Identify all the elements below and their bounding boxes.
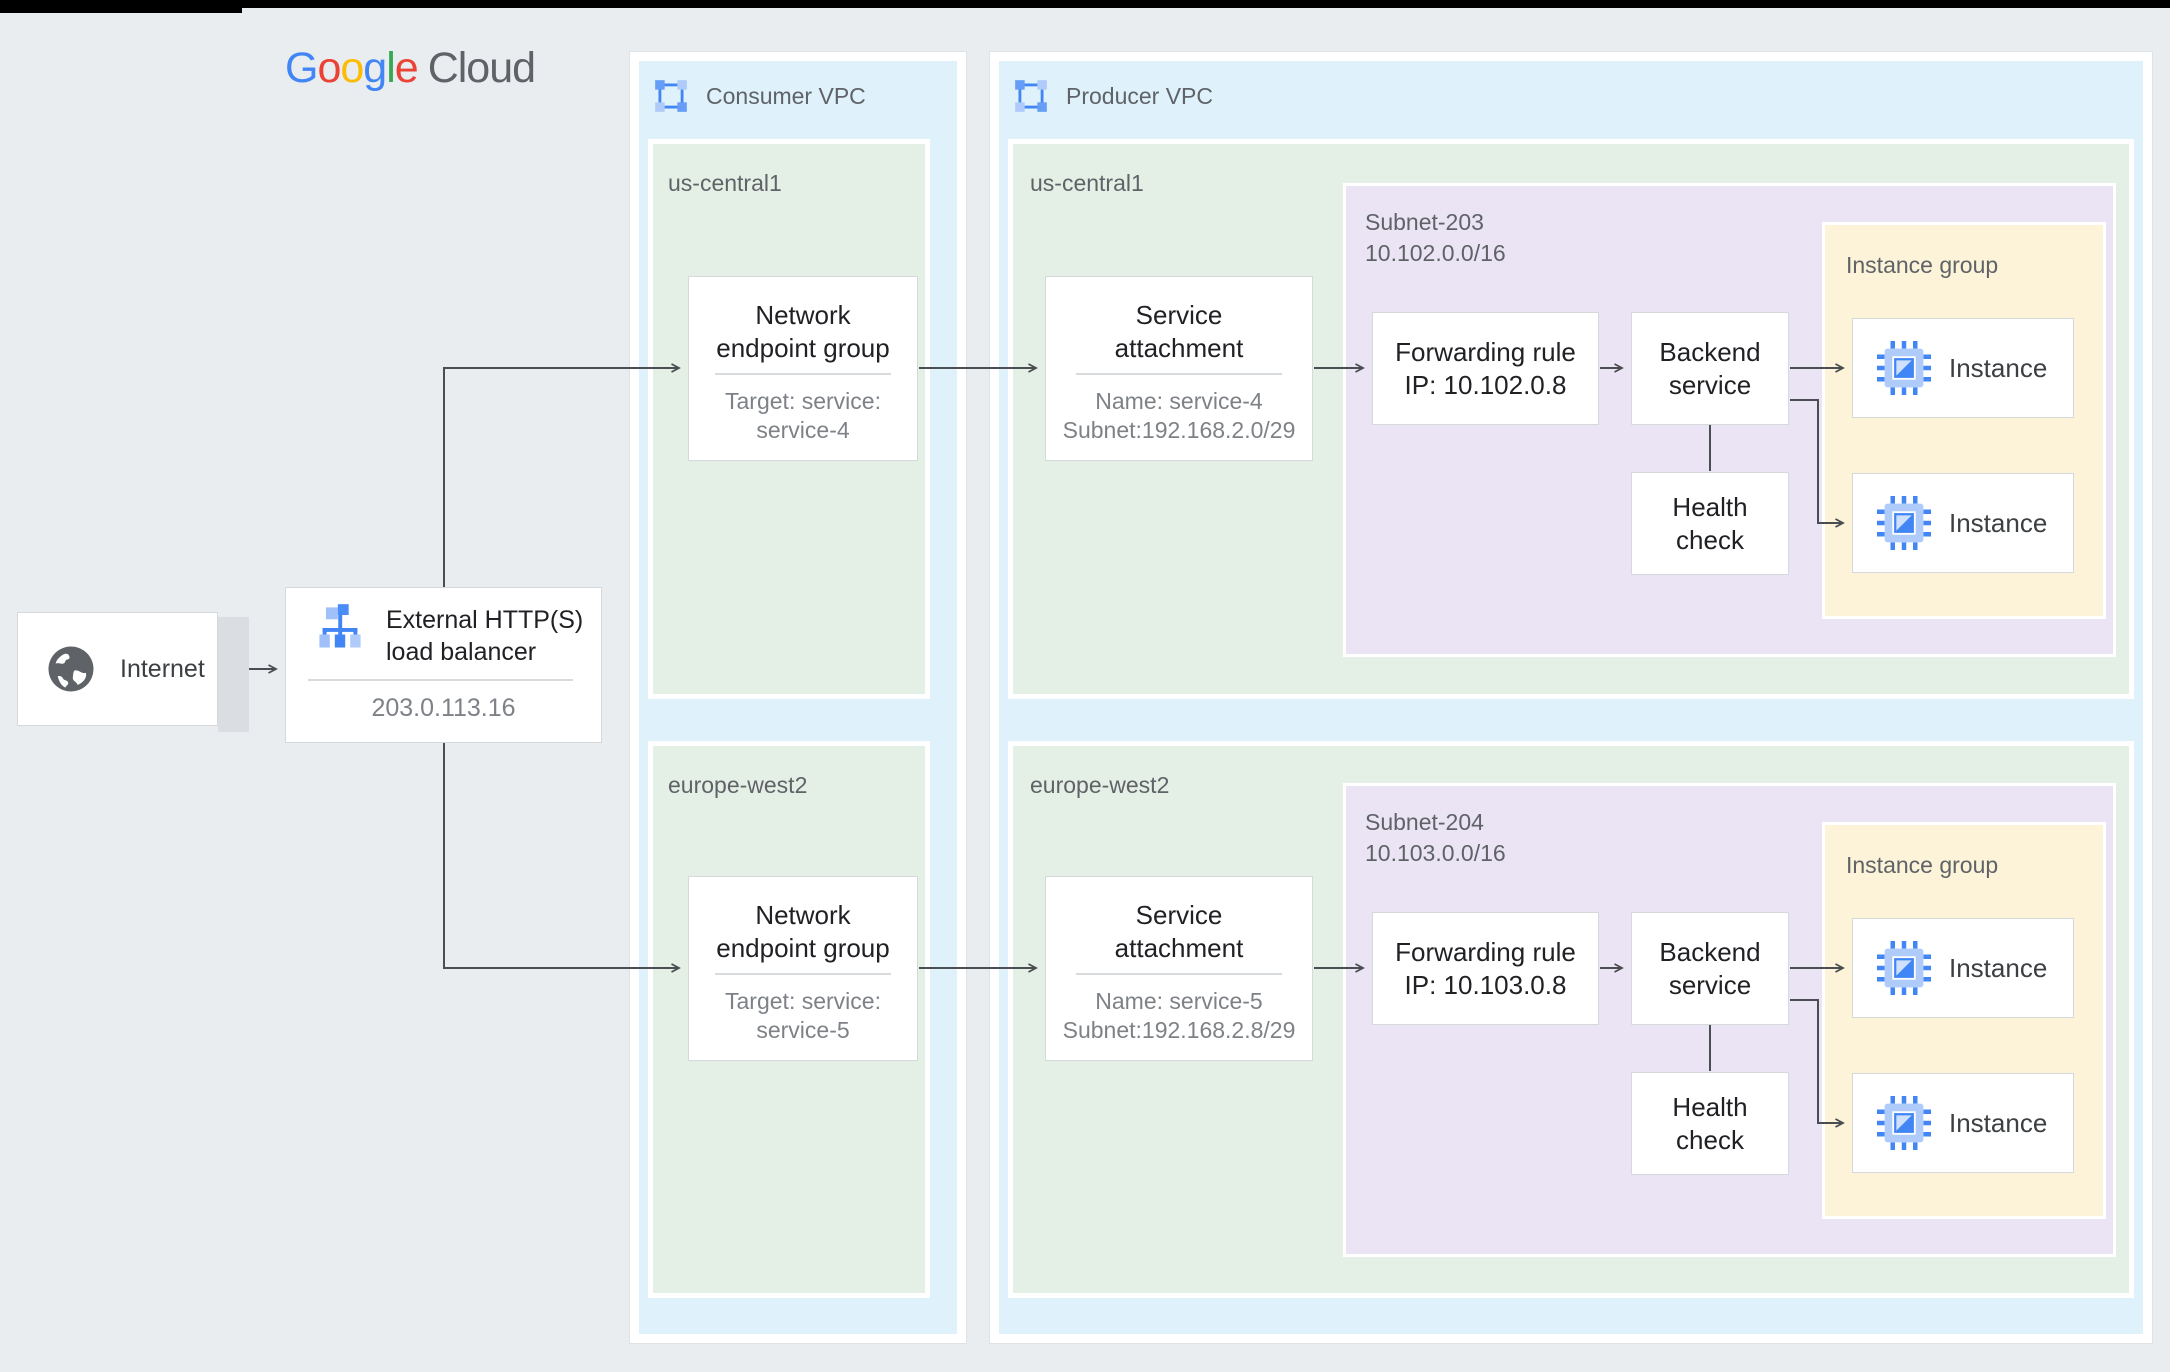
compute-instance-icon bbox=[1877, 1096, 1931, 1150]
service-attachment-title: Service bbox=[1135, 900, 1223, 930]
service-attachment-detail: Name: service-5 bbox=[1095, 988, 1263, 1014]
instance-group-label: Instance group bbox=[1846, 252, 1999, 278]
subnet-label: Subnet-203 10.102.0.0/16 bbox=[1365, 207, 1506, 269]
forwarding-rule-title: Forwarding rule bbox=[1395, 936, 1576, 967]
neg-detail: service-4 bbox=[756, 417, 850, 443]
health-check-title: check bbox=[1676, 524, 1744, 555]
region-label: europe-west2 bbox=[1030, 772, 1170, 798]
subnet-name: Subnet-203 bbox=[1365, 209, 1484, 235]
internet-box-shadow bbox=[218, 617, 249, 732]
health-check-title: Health bbox=[1672, 491, 1748, 522]
instance-label: Instance bbox=[1949, 1107, 2048, 1138]
logo-letter: l bbox=[386, 44, 396, 92]
instance-box-1a: Instance bbox=[1852, 318, 2074, 418]
vpc-network-icon bbox=[1015, 80, 1047, 112]
load-balancer-title: load balancer bbox=[386, 638, 537, 666]
load-balancer-title: External HTTP(S) bbox=[386, 606, 584, 634]
health-check-title: check bbox=[1676, 1124, 1744, 1155]
globe-icon bbox=[48, 646, 94, 692]
network-endpoint-group-box-1: Network endpoint group Target: service: … bbox=[688, 276, 918, 461]
external-load-balancer-box: External HTTP(S) load balancer 203.0.113… bbox=[285, 587, 602, 743]
service-attachment-title: Service bbox=[1135, 300, 1223, 330]
logo-letter: g bbox=[363, 44, 387, 92]
neg-detail: Target: service: bbox=[725, 988, 881, 1014]
region-label: us-central1 bbox=[668, 170, 782, 196]
forwarding-rule-title: Forwarding rule bbox=[1395, 336, 1576, 367]
logo-cloud-text: Cloud bbox=[427, 44, 536, 92]
network-endpoint-group-box-2: Network endpoint group Target: service: … bbox=[688, 876, 918, 1061]
health-check-box-1: Health check bbox=[1631, 472, 1789, 575]
forwarding-rule-ip: IP: 10.103.0.8 bbox=[1404, 969, 1567, 1000]
neg-detail: service-5 bbox=[756, 1017, 850, 1043]
load-balancer-icon bbox=[319, 604, 361, 648]
compute-instance-icon bbox=[1877, 341, 1931, 395]
divider bbox=[308, 679, 573, 681]
logo-letter: G bbox=[285, 44, 318, 92]
load-balancer-ip: 203.0.113.16 bbox=[371, 694, 516, 722]
service-attachment-title: attachment bbox=[1114, 933, 1244, 963]
forwarding-rule-ip: IP: 10.102.0.8 bbox=[1404, 369, 1567, 400]
divider bbox=[1076, 973, 1282, 975]
producer-vpc-header: Producer VPC bbox=[1012, 77, 1213, 115]
logo-letter: e bbox=[394, 44, 419, 92]
health-check-box-2: Health check bbox=[1631, 1072, 1789, 1175]
forwarding-rule-box-1: Forwarding rule IP: 10.102.0.8 bbox=[1372, 312, 1599, 425]
instance-label: Instance bbox=[1949, 352, 2048, 383]
neg-title: endpoint group bbox=[716, 333, 890, 363]
instance-box-1b: Instance bbox=[1852, 473, 2074, 573]
producer-vpc-label: Producer VPC bbox=[1066, 82, 1214, 109]
instance-box-2a: Instance bbox=[1852, 918, 2074, 1018]
subnet-cidr: 10.102.0.0/16 bbox=[1365, 240, 1506, 266]
health-check-title: Health bbox=[1672, 1091, 1748, 1122]
consumer-vpc-label: Consumer VPC bbox=[706, 82, 866, 109]
subnet-cidr: 10.103.0.0/16 bbox=[1365, 840, 1506, 866]
compute-instance-icon bbox=[1877, 941, 1931, 995]
subnet-name: Subnet-204 bbox=[1365, 809, 1484, 835]
top-left-black-bar bbox=[0, 0, 242, 13]
service-attachment-detail: Subnet:192.168.2.0/29 bbox=[1062, 417, 1296, 443]
compute-instance-icon bbox=[1877, 496, 1931, 550]
internet-label: Internet bbox=[120, 654, 205, 683]
backend-service-box-2: Backend service bbox=[1631, 912, 1789, 1025]
service-attachment-detail: Name: service-4 bbox=[1095, 388, 1263, 414]
instance-label: Instance bbox=[1949, 507, 2048, 538]
top-black-bar bbox=[0, 0, 2170, 8]
service-attachment-box-1: Service attachment Name: service-4 Subne… bbox=[1045, 276, 1313, 461]
service-attachment-title: attachment bbox=[1114, 333, 1244, 363]
backend-service-box-1: Backend service bbox=[1631, 312, 1789, 425]
service-attachment-detail: Subnet:192.168.2.8/29 bbox=[1062, 1017, 1296, 1043]
backend-service-title: Backend bbox=[1659, 936, 1761, 967]
neg-title: Network bbox=[755, 300, 851, 330]
logo-letter: o bbox=[340, 44, 364, 92]
backend-service-title: Backend bbox=[1659, 336, 1761, 367]
neg-title: endpoint group bbox=[716, 933, 890, 963]
logo-letter: o bbox=[317, 44, 341, 92]
backend-service-title: service bbox=[1668, 369, 1752, 400]
region-label: europe-west2 bbox=[668, 772, 808, 798]
divider bbox=[1076, 373, 1282, 375]
divider bbox=[715, 373, 891, 375]
consumer-vpc-header: Consumer VPC bbox=[652, 77, 866, 115]
instance-group-label: Instance group bbox=[1846, 852, 1999, 878]
subnet-label: Subnet-204 10.103.0.0/16 bbox=[1365, 807, 1506, 869]
instance-box-2b: Instance bbox=[1852, 1073, 2074, 1173]
internet-box: Internet bbox=[17, 612, 218, 726]
backend-service-title: service bbox=[1668, 969, 1752, 1000]
forwarding-rule-box-2: Forwarding rule IP: 10.103.0.8 bbox=[1372, 912, 1599, 1025]
service-attachment-box-2: Service attachment Name: service-5 Subne… bbox=[1045, 876, 1313, 1061]
vpc-network-icon bbox=[655, 80, 687, 112]
neg-detail: Target: service: bbox=[725, 388, 881, 414]
region-label: us-central1 bbox=[1030, 170, 1144, 196]
instance-label: Instance bbox=[1949, 952, 2048, 983]
divider bbox=[715, 973, 891, 975]
neg-title: Network bbox=[755, 900, 851, 930]
